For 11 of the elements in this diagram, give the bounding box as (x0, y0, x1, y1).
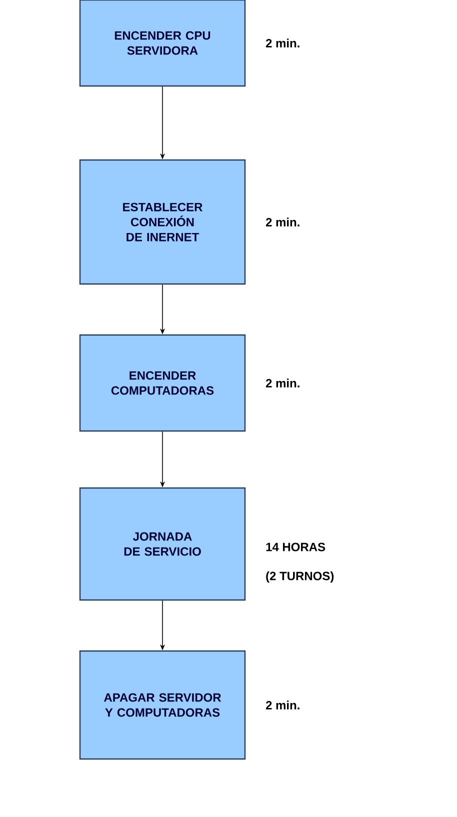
duration-label: (2 TURNOS) (266, 571, 334, 583)
process-box: APAGAR SERVIDOR Y COMPUTADORAS (79, 650, 246, 760)
process-box: JORNADA DE SERVICIO (79, 487, 246, 601)
duration-label: 2 min. (266, 700, 300, 710)
duration-label: 2 min. (266, 218, 300, 226)
process-box: ENCENDER COMPUTADORAS (79, 334, 246, 432)
process-box: ESTABLECER CONEXIÓN DE INERNET (79, 159, 246, 285)
duration-label: 2 min. (266, 38, 300, 48)
process-box: ENCENDER CPU SERVIDORA (79, 0, 246, 87)
duration-label: 2 min. (266, 378, 300, 388)
duration-label: 14 HORAS (266, 542, 326, 552)
